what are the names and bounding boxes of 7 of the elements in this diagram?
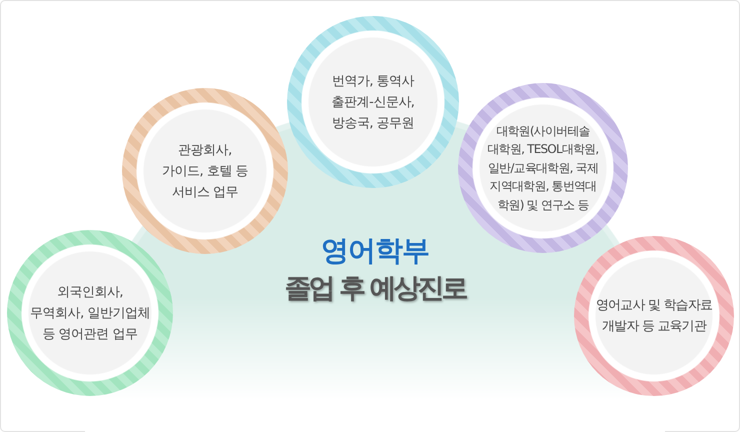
heading: 영어학부 (321, 235, 429, 267)
circle-text: 외국인회사, 무역회사, 일반기업체 등 영어관련 업무 (30, 284, 150, 344)
subheading: 졸업 후 예상진로 (284, 273, 466, 305)
circle-text: 대학원(사이버테솔 대학원, TESOL대학원, 일반/교육대학원, 국제 지역대학원, 통번역대 학원) 및 연구소 등 (488, 122, 598, 214)
circle-text: 관광회사, 가이드, 호텔 등 서비스 업무 (162, 142, 248, 202)
circle-text: 번역가, 통역사 출판계-신문사, 방송국, 공무원 (332, 72, 414, 132)
circle-text: 영어교사 및 학습자료 개발자 등 교육기관 (596, 297, 712, 336)
